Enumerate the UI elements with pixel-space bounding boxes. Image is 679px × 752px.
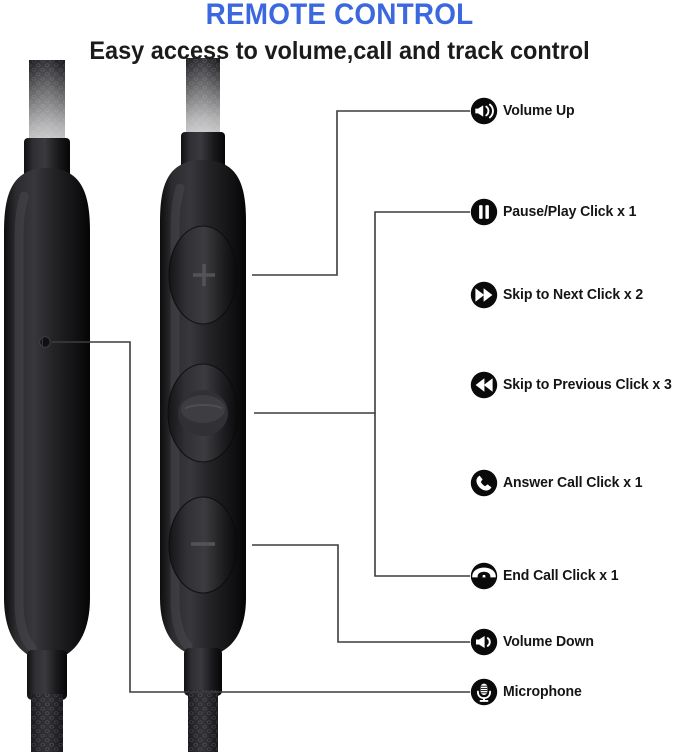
leader-microphone [52,341,470,693]
answer-call-icon [470,469,498,497]
callout-label: Volume Up [503,103,575,119]
callout-label: End Call Click x 1 [503,568,619,584]
page-title: REMOTE CONTROL [205,0,474,31]
leader-multifunction [254,211,470,414]
callout-skip-next: Skip to Next Click x 2 [470,280,647,310]
multifunction-button[interactable] [167,363,239,463]
callout-volume-down: Volume Down [470,627,597,657]
callout-answer-call: Answer Call Click x 1 [470,468,647,498]
callout-label: Answer Call Click x 1 [503,475,643,491]
callout-label: Skip to Next Click x 2 [503,287,644,303]
volume-down-button[interactable] [168,496,238,594]
leader-trunk-bottom [374,413,470,577]
callout-label: Microphone [503,684,582,700]
volume-up-button[interactable] [168,225,238,325]
callout-end-call: End Call Click x 1 [470,561,622,591]
callout-pause-play: Pause/Play Click x 1 [470,197,640,227]
page-subtitle: Easy access to volume,call and track con… [89,37,590,65]
left-module [4,58,90,752]
callout-label: Pause/Play Click x 1 [503,204,637,220]
microphone-pinhole [39,336,51,348]
callout-label: Skip to Previous Click x 3 [503,377,672,393]
leader-volume-up [252,110,470,276]
pause-play-icon [470,198,498,226]
callout-label: Volume Down [503,634,594,650]
right-module [160,58,246,752]
callout-volume-up: Volume Up [470,96,577,126]
leader-volume-down [252,544,470,643]
skip-next-icon [470,281,498,309]
microphone-icon [470,678,498,706]
volume-down-icon [470,628,498,656]
callout-skip-previous: Skip to Previous Click x 3 [470,370,677,400]
skip-previous-icon [470,371,498,399]
callout-microphone: Microphone [470,677,584,707]
end-call-icon [470,562,498,590]
volume-up-icon [470,97,498,125]
